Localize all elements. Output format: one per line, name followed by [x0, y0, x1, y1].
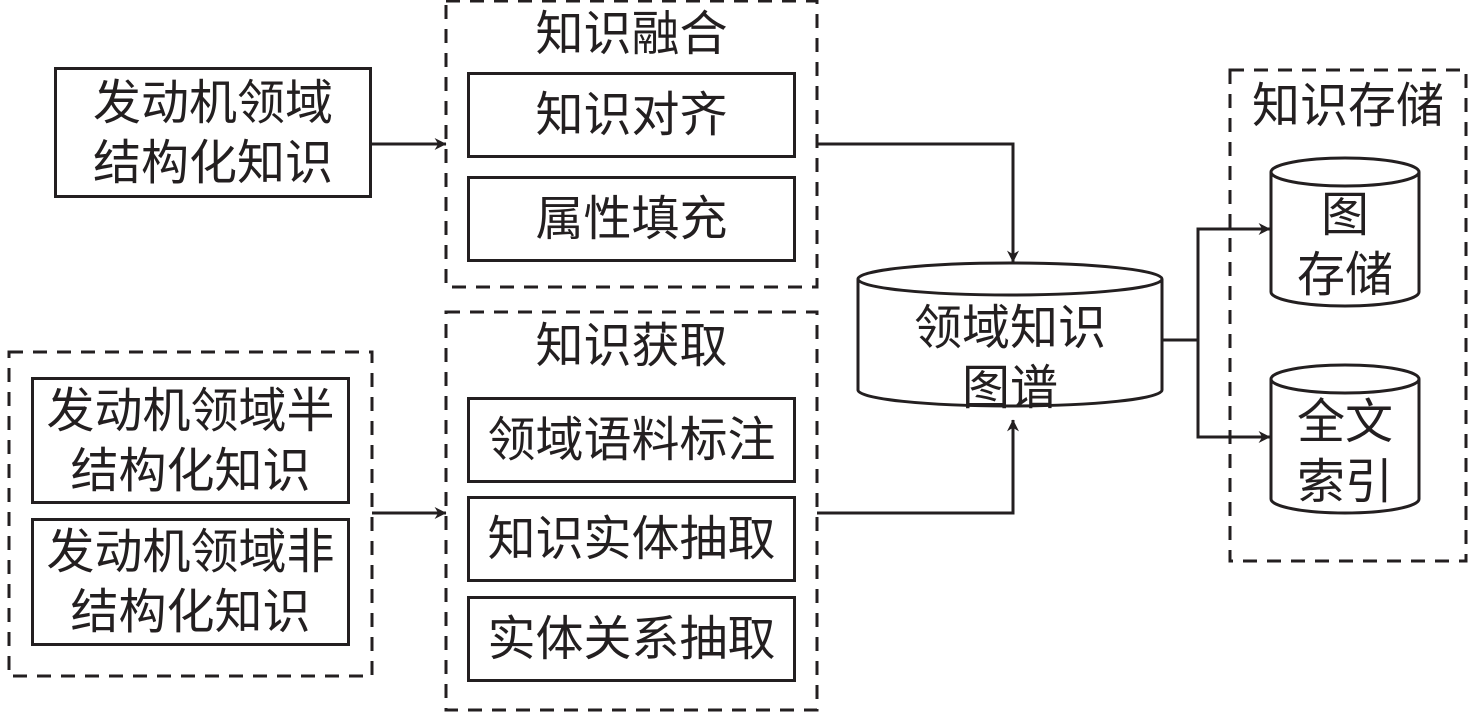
- graph-storage-label: 图 存储: [1296, 187, 1393, 303]
- structured-knowledge-label: 发动机领域 结构化知识: [92, 74, 333, 191]
- knowledge-graph-label: 领域知识 图谱: [913, 300, 1106, 416]
- attribute-filling-box: [467, 176, 796, 262]
- attribute-filling-label: 属性填充: [535, 191, 728, 247]
- semi-structured-knowledge-box: [31, 377, 350, 504]
- arrow-graph-to-graph-storage: [1196, 223, 1271, 340]
- relation-extraction-box: [467, 596, 796, 682]
- semi-structured-knowledge-label: 发动机领域半 结构化知识: [46, 382, 335, 499]
- knowledge-alignment-box: [467, 72, 796, 158]
- storage-group-border: [1228, 68, 1468, 563]
- fusion-title: 知识融合: [535, 6, 728, 62]
- unstructured-knowledge-label: 发动机领域非 结构化知识: [46, 524, 335, 640]
- fulltext-index-cylinder: [1269, 363, 1421, 515]
- graph-storage-cylinder: [1269, 156, 1421, 308]
- arrow-graph-to-fulltext-index: [1196, 340, 1271, 443]
- arrow-fusion-to-graph: [817, 142, 1019, 263]
- corpus-annotation-label: 领域语料标注: [487, 412, 776, 468]
- arrow-acquisition-to-graph: [817, 419, 1019, 515]
- acquisition-title: 知识获取: [535, 318, 728, 374]
- entity-extraction-box: [467, 496, 796, 582]
- fulltext-index-label: 全文 索引: [1296, 394, 1393, 510]
- relation-extraction-label: 实体关系抽取: [487, 611, 776, 667]
- unstructured-sources-group-border: [7, 350, 374, 678]
- corpus-annotation-box: [467, 397, 796, 483]
- knowledge-alignment-label: 知识对齐: [535, 87, 728, 143]
- entity-extraction-label: 知识实体抽取: [487, 511, 776, 567]
- unstructured-knowledge-box: [31, 518, 350, 646]
- knowledge-graph-cylinder: [856, 261, 1164, 408]
- storage-title: 知识存储: [1251, 78, 1444, 134]
- structured-knowledge-box: [54, 67, 372, 198]
